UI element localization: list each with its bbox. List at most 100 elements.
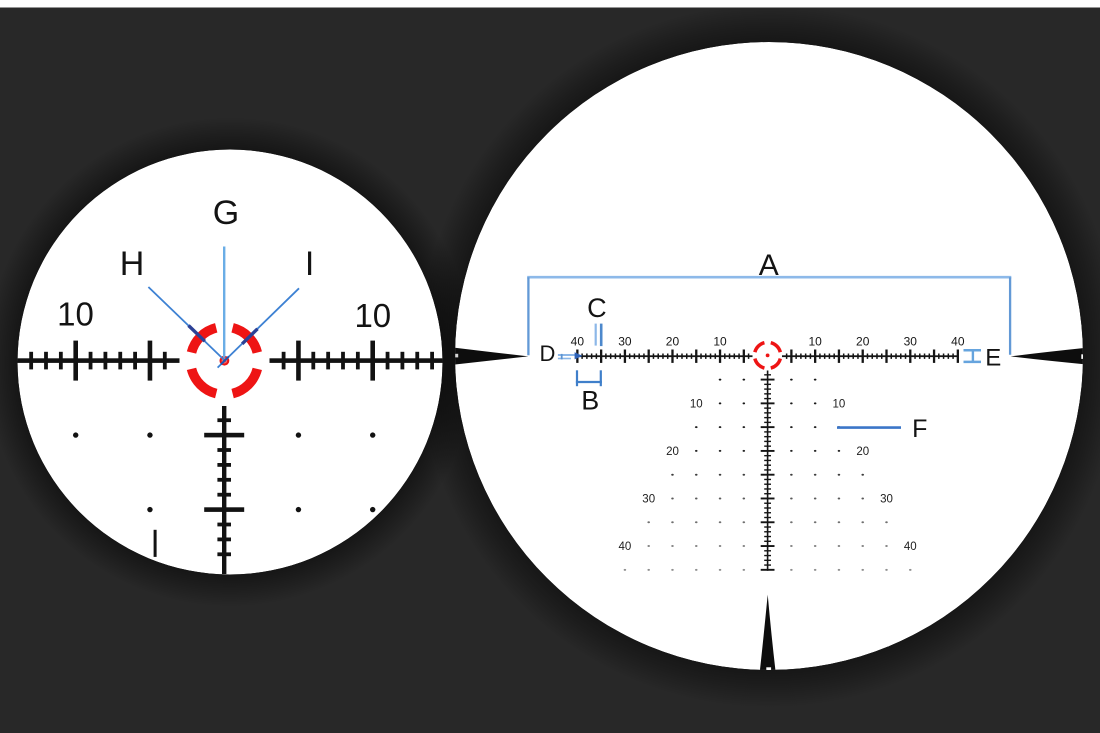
right-h-tick-major bbox=[718, 349, 722, 363]
bottom-post-notch bbox=[766, 667, 772, 670]
left-h-tick bbox=[415, 351, 420, 370]
tree-row-number: 10 bbox=[833, 398, 846, 410]
tree-row-number: 30 bbox=[642, 493, 655, 505]
reticle-thick-posts bbox=[455, 347, 1083, 670]
right-v-tick-minor bbox=[764, 435, 771, 438]
right-h-tick-minor bbox=[728, 353, 731, 359]
dimension-annotations bbox=[527, 275, 1012, 429]
left-v-tick bbox=[217, 418, 231, 423]
tree-dot bbox=[790, 402, 793, 405]
right-v-tick-minor bbox=[764, 483, 771, 485]
left-h-tick bbox=[326, 351, 331, 370]
right-h-tick-major bbox=[647, 349, 650, 363]
right-h-tick-minor bbox=[709, 353, 712, 359]
right-red-center-ring bbox=[753, 340, 783, 370]
right-h-tick-minor bbox=[747, 353, 750, 359]
right-v-tick-minor bbox=[764, 454, 771, 457]
callout-label-g: G bbox=[213, 194, 239, 232]
tree-dot bbox=[885, 545, 888, 548]
tree-dot bbox=[813, 497, 817, 500]
tree-dot bbox=[647, 568, 650, 571]
right-v-tick-minor bbox=[764, 502, 771, 504]
left-grid-dot bbox=[147, 432, 153, 438]
right-h-tick-minor bbox=[590, 353, 593, 359]
left-v-tick bbox=[217, 522, 231, 527]
left-v-tick bbox=[204, 507, 245, 512]
tree-dot bbox=[742, 378, 746, 381]
right-h-tick-major bbox=[956, 349, 959, 363]
tree-dot bbox=[861, 545, 865, 548]
right-h-tick-major bbox=[837, 349, 841, 363]
left-vline bbox=[222, 406, 227, 574]
right-vline bbox=[766, 370, 769, 571]
tree-dot bbox=[837, 545, 841, 548]
right-v-tick-minor bbox=[764, 559, 771, 562]
left-v-tick bbox=[217, 537, 231, 542]
right-v-tick-minor bbox=[764, 564, 771, 566]
right-v-tick-minor bbox=[764, 464, 771, 466]
right-h-tick-minor bbox=[666, 353, 669, 359]
tree-dot bbox=[718, 497, 722, 500]
right-v-tick-minor bbox=[764, 421, 771, 424]
right-h-tick-major bbox=[742, 349, 745, 363]
right-h-tick-minor bbox=[809, 353, 812, 359]
right-h-tick-minor bbox=[643, 353, 645, 359]
left-grid-dot bbox=[370, 432, 376, 438]
right-h-tick-minor bbox=[733, 353, 736, 359]
right-h-tick-minor bbox=[633, 353, 636, 359]
tree-dot bbox=[790, 473, 793, 476]
right-h-tick-minor bbox=[804, 353, 807, 359]
right-h-tick-minor bbox=[738, 353, 740, 359]
right-h-tick-minor bbox=[876, 353, 878, 359]
right-h-tick-minor bbox=[828, 353, 831, 359]
tree-dot bbox=[813, 402, 817, 405]
left-h-tick bbox=[430, 351, 434, 370]
right-hline-left bbox=[577, 355, 753, 358]
left-grid-dot bbox=[295, 506, 302, 513]
right-v-tick-minor bbox=[764, 459, 771, 462]
right-v-tick-minor bbox=[764, 488, 771, 490]
left-scope-circle bbox=[17, 149, 443, 575]
tree-dot bbox=[718, 426, 722, 429]
right-h-tick-minor bbox=[662, 353, 664, 359]
right-v-tick-minor bbox=[764, 512, 771, 514]
tree-dot bbox=[742, 426, 746, 429]
right-h-tick-major bbox=[790, 349, 793, 363]
left-bottom-bar bbox=[153, 529, 157, 557]
right-h-tick-minor bbox=[586, 353, 588, 359]
right-v-tick-minor bbox=[764, 526, 771, 528]
tree-dot bbox=[742, 449, 746, 452]
h-scale-number: 30 bbox=[618, 335, 632, 349]
right-v-tick-major bbox=[760, 473, 775, 476]
tree-dot bbox=[694, 426, 698, 429]
tree-dot bbox=[885, 521, 888, 524]
tree-dot bbox=[861, 473, 865, 476]
tree-dot bbox=[790, 545, 793, 548]
left-h-tick bbox=[370, 340, 375, 381]
right-h-tick-minor bbox=[652, 353, 655, 359]
right-red-arc bbox=[753, 357, 766, 370]
tree-row-number: 40 bbox=[619, 541, 632, 553]
right-h-tick-minor bbox=[705, 353, 707, 359]
right-v-tick-minor bbox=[764, 383, 771, 386]
tree-dot bbox=[813, 568, 817, 571]
left-v-tick bbox=[204, 432, 245, 438]
h-pointer-line bbox=[147, 286, 225, 361]
right-h-tick-minor bbox=[890, 353, 893, 359]
tree-dot bbox=[885, 568, 888, 571]
right-h-tick-minor bbox=[724, 353, 726, 359]
tree-dot bbox=[813, 378, 817, 381]
right-v-tick-minor bbox=[764, 416, 771, 419]
left-v-tick bbox=[217, 492, 231, 497]
right-v-tick-major bbox=[760, 426, 775, 429]
tree-dot bbox=[694, 497, 698, 500]
callout-label-f: F bbox=[912, 415, 927, 443]
right-h-tick-minor bbox=[914, 353, 916, 359]
right-h-tick-minor bbox=[605, 353, 607, 359]
tree-dot bbox=[813, 473, 817, 476]
tree-dot bbox=[790, 378, 793, 381]
right-h-tick-minor bbox=[857, 353, 859, 359]
top-white-strip bbox=[0, 0, 1100, 8]
h-scale-number: 10 bbox=[808, 335, 822, 349]
